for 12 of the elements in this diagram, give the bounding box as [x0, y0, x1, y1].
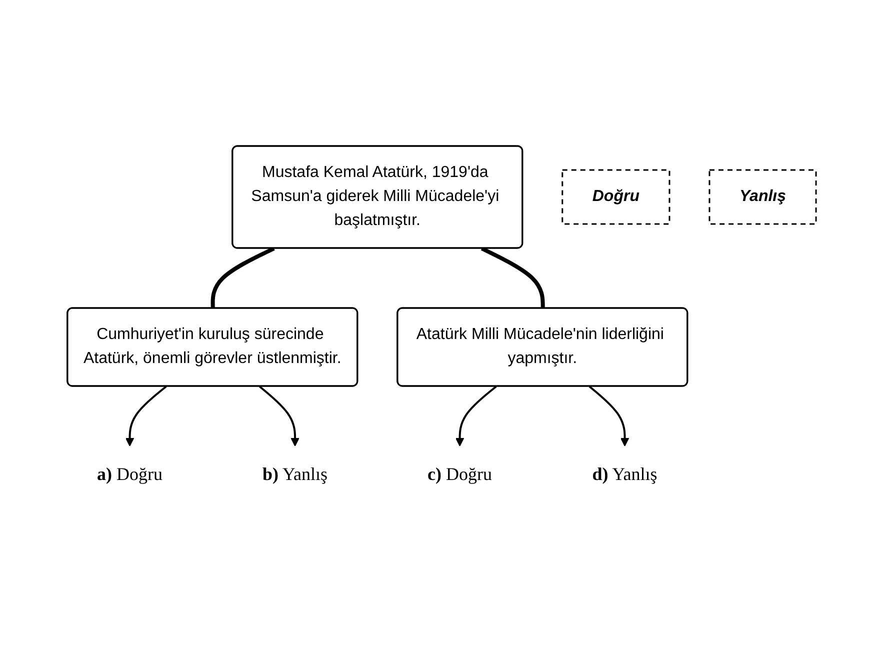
arrow	[588, 385, 630, 446]
connector	[210, 246, 275, 308]
node-text: d) Yanlış	[592, 463, 658, 484]
connector	[480, 246, 545, 308]
arrow	[455, 385, 497, 446]
arrow	[258, 385, 300, 446]
node-box: Yanlış	[708, 168, 817, 224]
node-text: a) Doğru	[96, 463, 162, 484]
node-text: b) Yanlış	[262, 463, 328, 484]
node-box: Doğru	[562, 168, 670, 224]
node-text: c) Doğru	[428, 463, 492, 484]
arrow	[125, 385, 167, 446]
